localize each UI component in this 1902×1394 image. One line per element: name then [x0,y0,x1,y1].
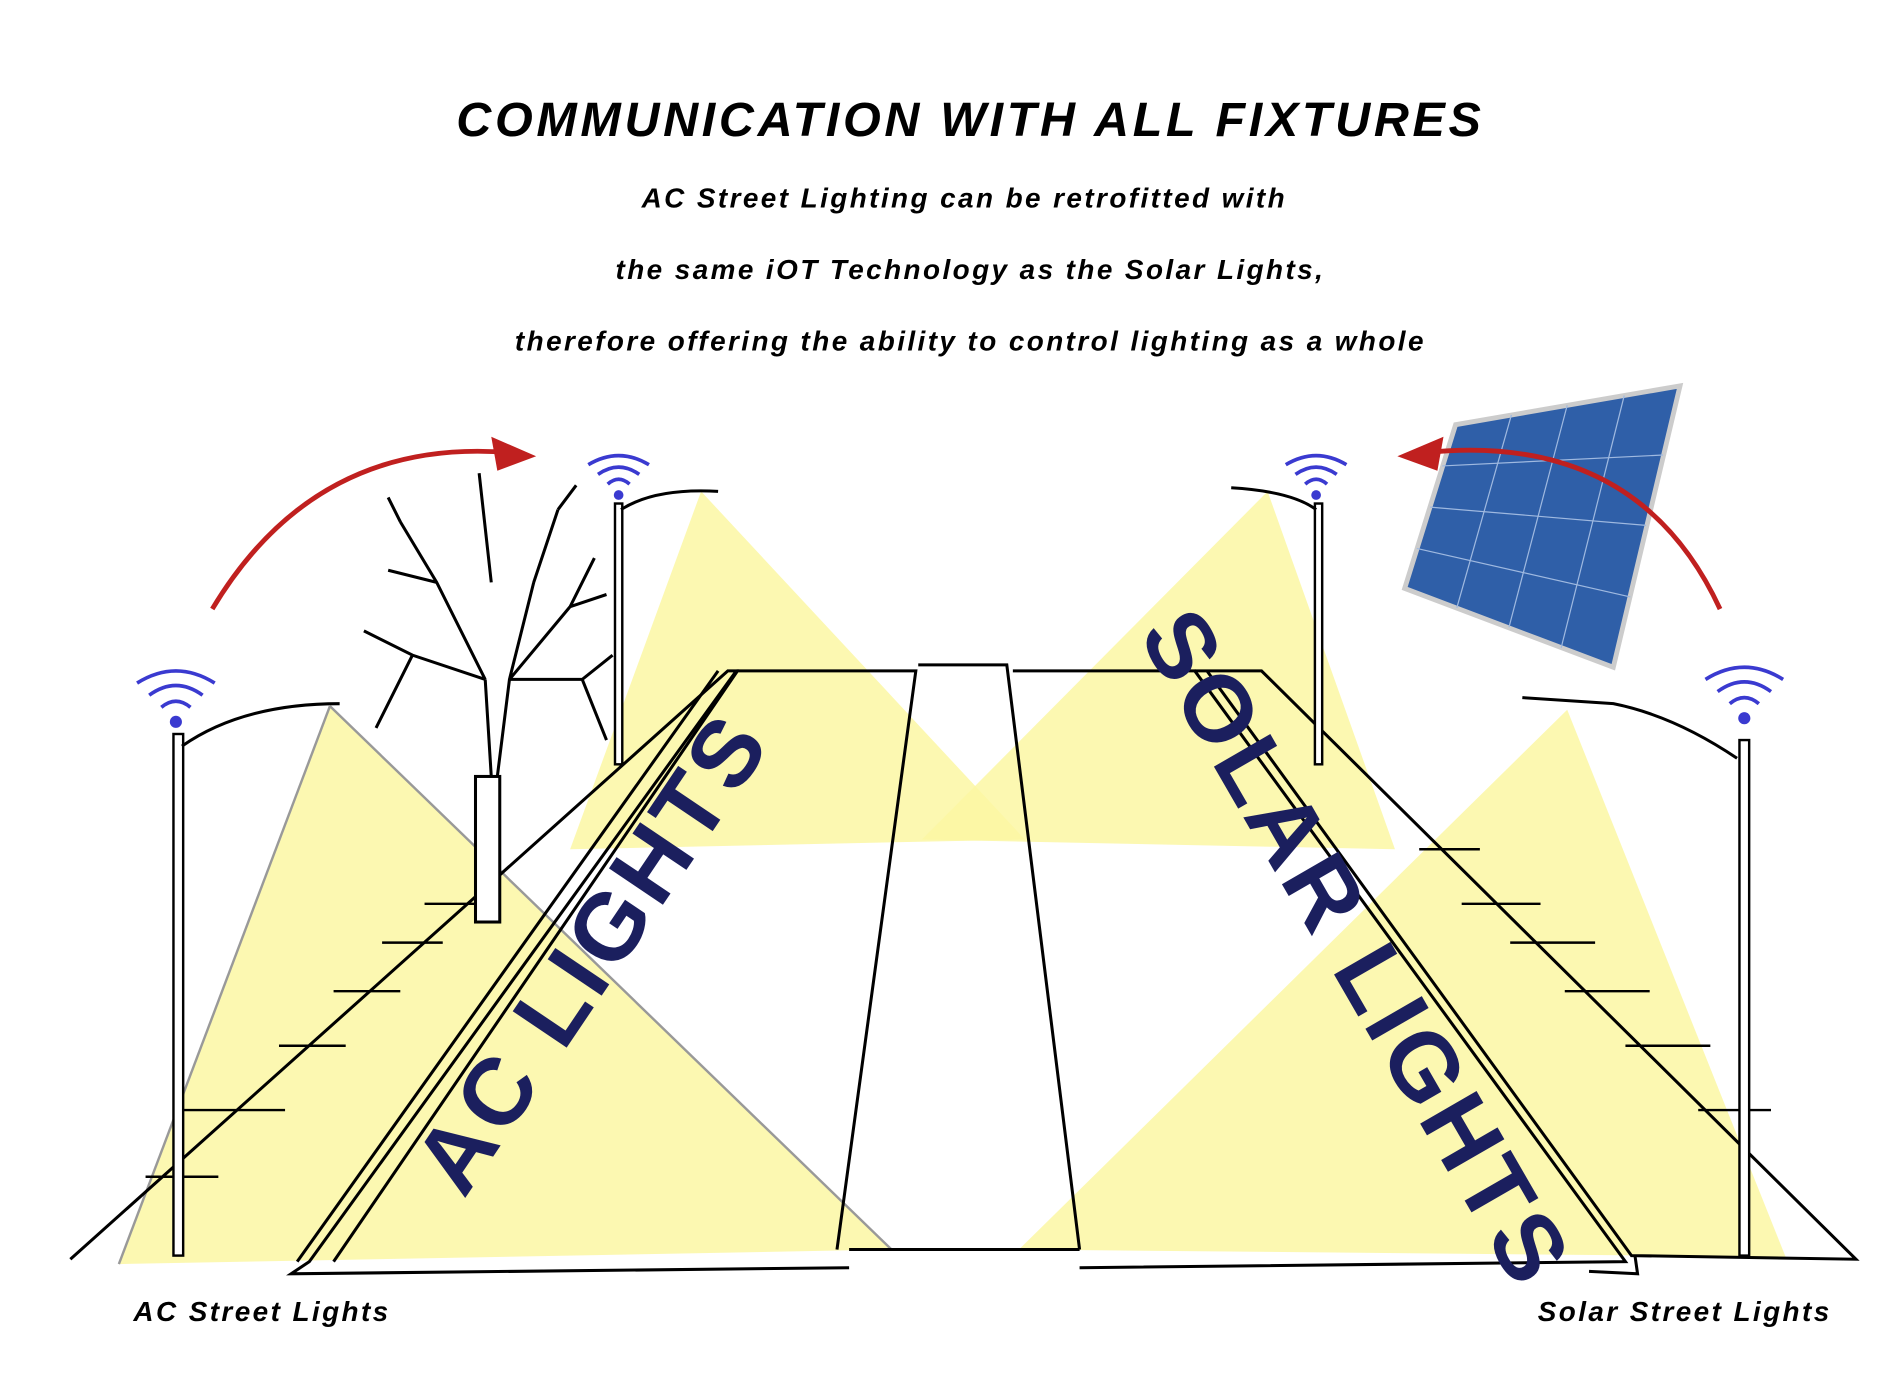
wifi-icon [587,453,650,500]
solar-street-lights-caption: Solar Street Lights [1538,1296,1832,1327]
arrow-ac-to-network [210,436,537,611]
ac-street-lights-caption: AC Street Lights [132,1296,390,1327]
solar-panel-illustration [1401,382,1684,671]
light-cones [117,491,1786,1265]
wifi-icon [136,669,216,728]
solar-street-light-2 [1522,696,1751,1257]
arrow-solar-to-network [1397,436,1723,611]
solar-street-light-1 [1231,486,1324,766]
solar-light-cone-2 [1018,709,1786,1257]
title: COMMUNICATION WITH ALL FIXTURES [456,93,1484,147]
ac-street-light-2 [613,489,719,766]
ac-street-light-1 [172,702,340,1257]
subtitle-line-3: therefore offering the ability to contro… [515,326,1426,357]
wifi-icon [1284,453,1348,500]
subtitle-line-1: AC Street Lighting can be retrofitted wi… [641,183,1287,214]
road [69,663,1860,1276]
tree-illustration [363,473,614,924]
subtitle-line-2: the same iOT Technology as the Solar Lig… [616,254,1326,285]
wifi-icon [1704,665,1785,725]
ac-light-cone-1 [118,706,892,1265]
